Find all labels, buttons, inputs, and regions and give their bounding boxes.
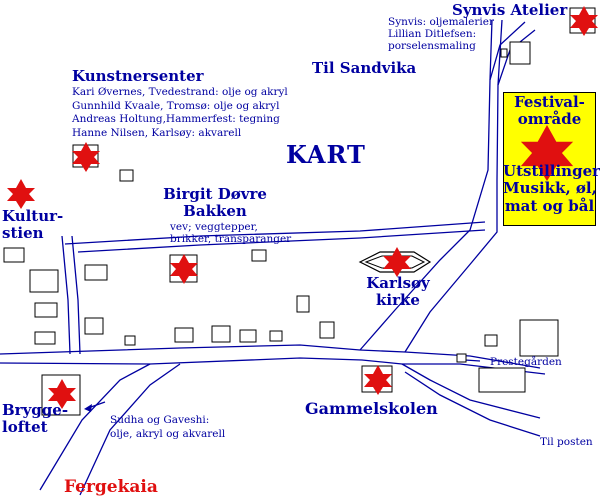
building <box>34 331 56 345</box>
kulturstien-road-west <box>61 235 71 355</box>
birgit-info: vev; veggtepper, brikker, transparanger <box>170 221 291 245</box>
building <box>34 302 58 318</box>
fergekaia-label: Fergekaia <box>64 477 158 497</box>
kunstnersenter-line: Andreas Holtung,Hammerfest: tegning <box>72 113 280 126</box>
building <box>84 264 108 281</box>
building <box>319 321 335 339</box>
synvis-line: porselensmaling <box>388 40 476 53</box>
building <box>509 41 531 65</box>
building <box>211 325 231 343</box>
festival-title: Festival- område <box>503 93 596 129</box>
gammelskolen-label: Gammelskolen <box>305 399 438 418</box>
building <box>119 169 134 182</box>
sudha-line: olje, akryl og akvarell <box>110 427 226 440</box>
kunstnersenter-line: Hanne Nilsen, Karlsøy: akvarell <box>72 126 242 139</box>
kulturstien-label: Kultur- stien <box>2 207 64 243</box>
prestegarden-road <box>464 359 481 362</box>
bryggeloftet-line: Brygge- <box>2 401 69 419</box>
synvis-title: Synvis Atelier <box>452 1 568 19</box>
middle-road-north-edge <box>64 221 486 245</box>
kunstnersenter-line: Gunnhild Kvaale, Tromsø: olje og akryl <box>72 99 280 112</box>
kirke-label: Karlsøy kirke <box>358 274 438 310</box>
building <box>239 329 257 343</box>
festival-line: mat og bål <box>504 196 595 215</box>
synvis-info: Synvis: oljemalerier Lillian Ditlefsen: … <box>388 16 494 52</box>
birgit-line: vev; veggtepper, <box>170 221 258 233</box>
building <box>296 295 310 313</box>
posten-label: Til posten <box>540 436 593 448</box>
posten-road-upper <box>401 363 541 419</box>
kirke-line: Karlsøy <box>366 274 430 292</box>
festival-info: Utstillinger Musikk, øl, mat og bål <box>503 162 600 215</box>
birgit-title-line: Birgit Døvre <box>163 185 267 203</box>
synvis-road-west <box>489 19 493 81</box>
sudha-info: Sudha og Gaveshi: olje, akryl og akvarel… <box>110 414 225 441</box>
building <box>484 334 498 347</box>
kunstnersenter-info: Kari Øvernes, Tvedestrand: olje og akryl… <box>72 86 288 141</box>
building <box>251 249 267 262</box>
prestegarden-label: Prestegården <box>490 356 562 368</box>
bryggeloftet-label: Brygge- loftet <box>2 401 69 437</box>
building <box>478 367 526 393</box>
star-festival-icon <box>520 125 574 181</box>
festival-line: Musikk, øl, <box>503 179 597 198</box>
posten-road-lower <box>404 371 541 437</box>
festival-title-line: område <box>517 110 582 129</box>
kulturstien-road-east <box>71 235 81 355</box>
church-outline <box>358 251 432 273</box>
building <box>456 353 467 363</box>
building <box>519 319 559 357</box>
synvis-road-east <box>497 19 503 86</box>
star-kunstnersenter-icon <box>72 142 100 172</box>
star-gammelskolen-icon <box>364 365 392 395</box>
kulturstien-line: stien <box>2 224 44 243</box>
star-kulturstien-icon <box>7 179 35 209</box>
synvis-line: Synvis: oljemalerier <box>388 16 494 28</box>
building <box>84 317 104 335</box>
birgit-line: brikker, transparanger <box>170 233 292 246</box>
building <box>3 247 25 263</box>
building <box>174 327 194 343</box>
kulturstien-line: Kultur- <box>2 207 64 225</box>
ferry-road-east <box>79 363 181 496</box>
star-kirke-icon <box>383 247 411 277</box>
kunstnersenter-title: Kunstnersenter <box>72 67 204 85</box>
sandvika-label: Til Sandvika <box>312 59 417 77</box>
building <box>269 330 283 342</box>
middle-road-south-edge <box>77 229 486 253</box>
festival-line: Utstillinger <box>503 162 600 180</box>
bryggeloftet-line: loftet <box>2 418 48 437</box>
building <box>29 269 59 293</box>
kunstnersenter-line: Kari Øvernes, Tvedestrand: olje og akryl <box>72 86 288 98</box>
synvis-line: Lillian Ditlefsen: <box>388 28 477 41</box>
building <box>124 335 136 346</box>
festival-title-line: Festival- <box>514 93 585 111</box>
star-bryggeloftet-icon <box>48 379 76 409</box>
building <box>500 48 508 58</box>
ferry-road-west <box>39 363 151 491</box>
star-synvis-icon <box>570 6 598 36</box>
map-title: KART <box>286 140 366 169</box>
birgit-title-line: Bakken <box>183 202 247 221</box>
birgit-title: Birgit Døvre Bakken <box>150 185 280 221</box>
star-birgit-icon <box>170 254 198 284</box>
sandvika-road-east-edge <box>404 29 536 353</box>
sandvika-road-west-edge <box>359 21 526 351</box>
kirke-line: kirke <box>376 291 420 310</box>
sudha-line: Sudha og Gaveshi: <box>110 414 210 426</box>
